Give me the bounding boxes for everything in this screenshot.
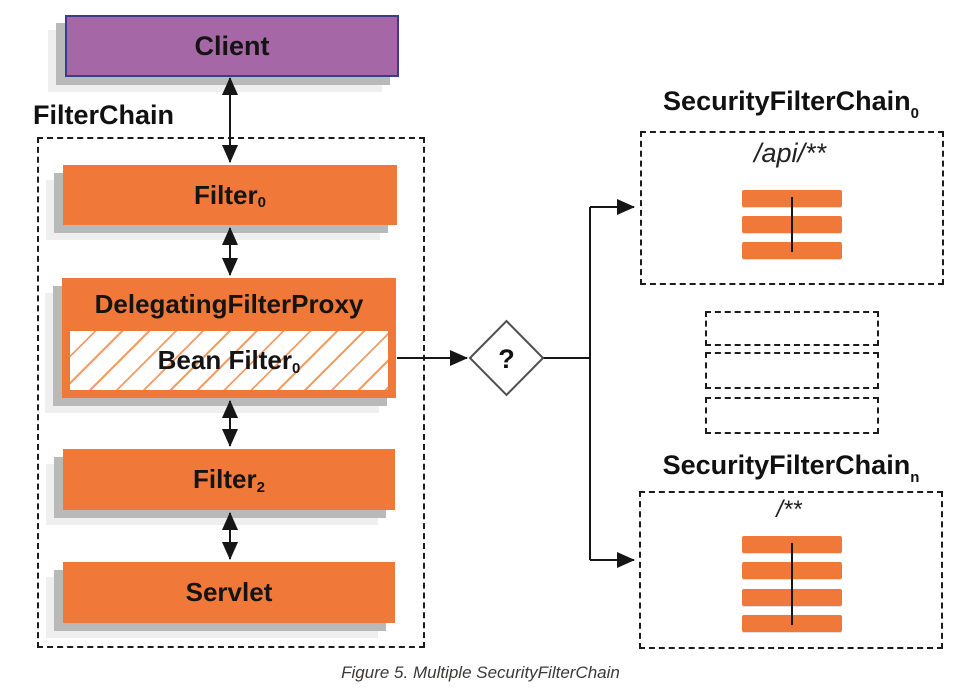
sfc0-title: SecurityFilterChain0 bbox=[640, 86, 942, 121]
client-label: Client bbox=[194, 30, 270, 61]
client-box: Client bbox=[65, 15, 399, 77]
filter0-label: Filter bbox=[194, 179, 258, 210]
filter-stack-connector-line bbox=[791, 543, 793, 625]
delegating-filter-proxy-label: DelegatingFilterProxy bbox=[94, 288, 364, 319]
sfc0-subscript: 0 bbox=[910, 105, 919, 122]
decision-diamond bbox=[468, 319, 545, 397]
servlet-box: Servlet bbox=[63, 562, 395, 623]
sfc0-filter-stack bbox=[742, 190, 842, 259]
filter2-label: Filter bbox=[193, 464, 257, 494]
figure-caption: Figure 5. Multiple SecurityFilterChain bbox=[341, 663, 620, 682]
sfc0-title-text: SecurityFilterChain bbox=[663, 86, 911, 116]
sfcn-title: SecurityFilterChainn bbox=[640, 450, 942, 485]
placeholder-chain-box bbox=[705, 311, 879, 346]
sfcn-title-text: SecurityFilterChain bbox=[662, 450, 911, 480]
sfcn-pattern: /** bbox=[776, 496, 802, 523]
sfc0-pattern: /api/** bbox=[753, 138, 827, 168]
servlet-label: Servlet bbox=[185, 577, 273, 607]
placeholder-chain-box bbox=[705, 397, 879, 434]
filterchain-label: FilterChain bbox=[33, 100, 175, 130]
sfcn-container bbox=[639, 491, 943, 649]
decision-label: ? bbox=[498, 344, 515, 374]
bean-filter-label: Bean Filter bbox=[157, 345, 293, 375]
sfcn-filter-stack bbox=[742, 536, 842, 632]
sfc0-container bbox=[640, 131, 944, 285]
filter-stack-connector-line bbox=[791, 197, 793, 252]
sfcn-subscript: n bbox=[910, 469, 920, 486]
placeholder-chain-box bbox=[705, 352, 879, 389]
